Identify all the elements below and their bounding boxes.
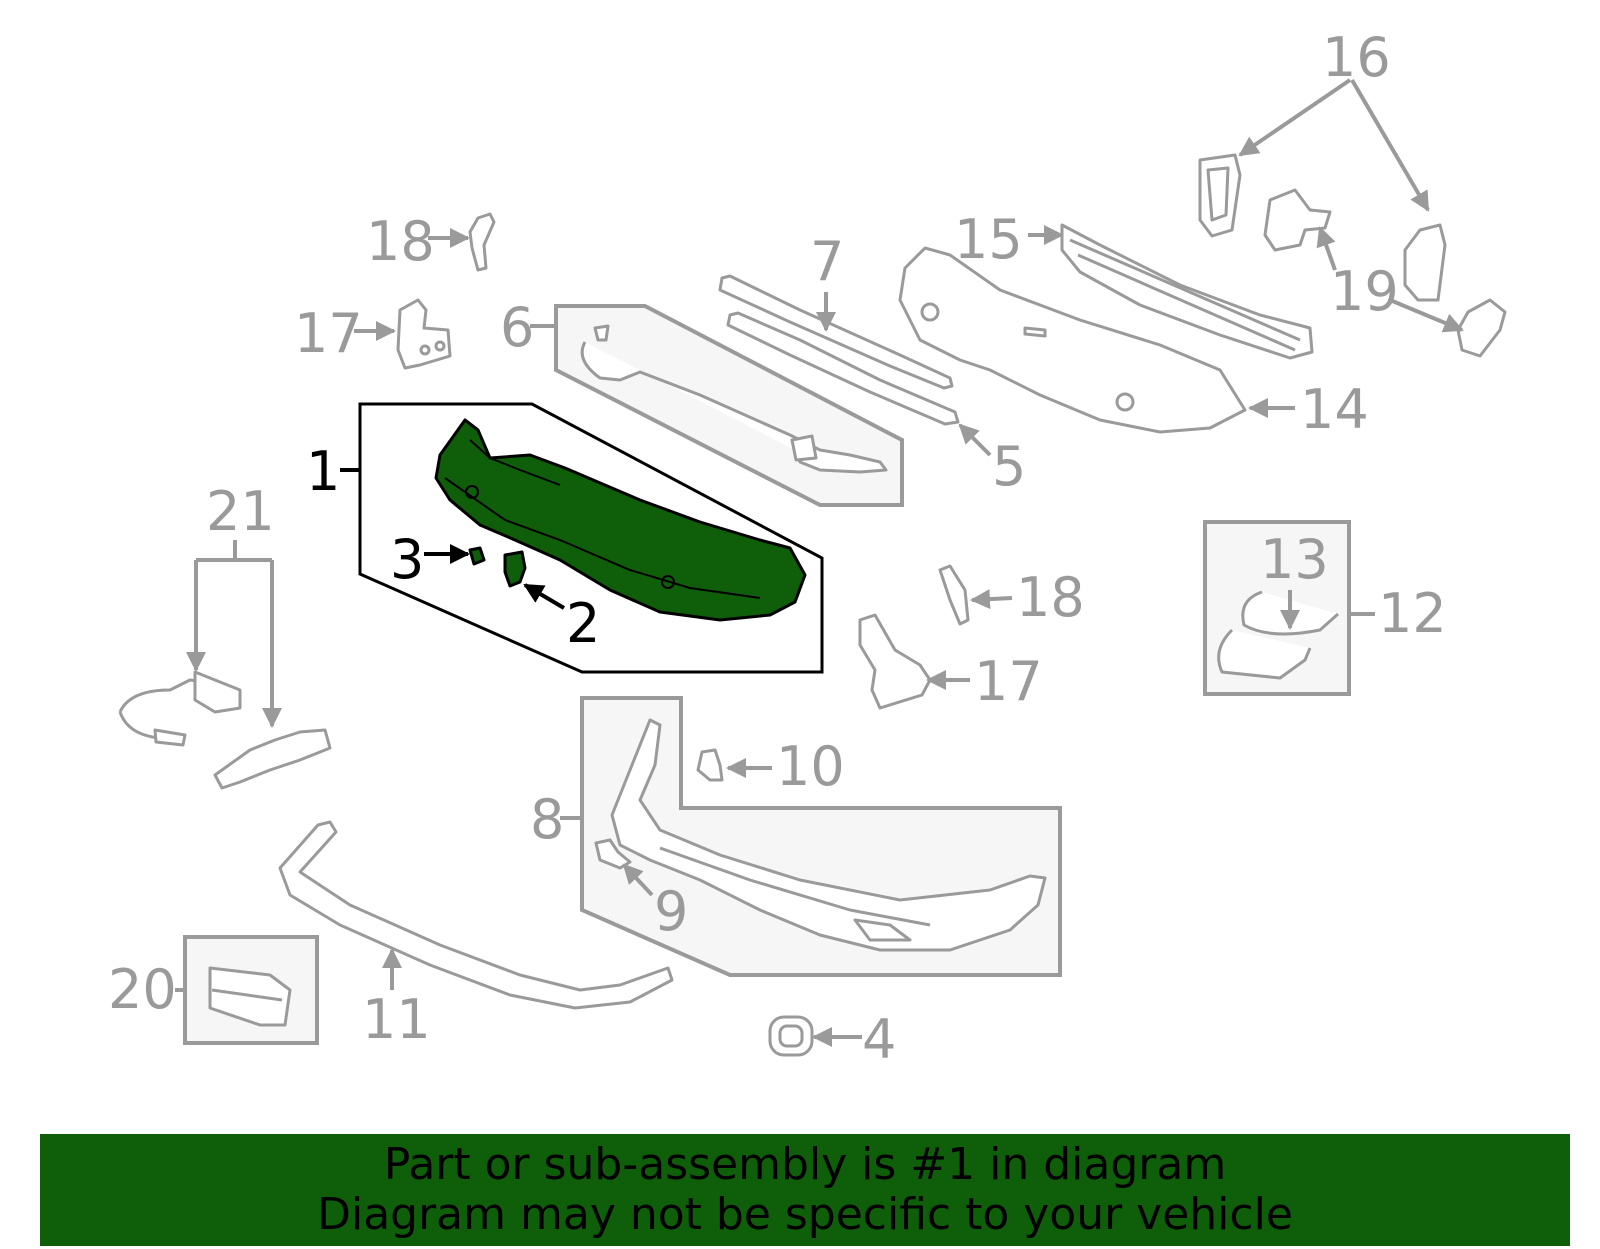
rail-5 — [726, 311, 960, 426]
bracket-2 — [503, 550, 527, 588]
sensor-21 — [118, 670, 242, 747]
box-1 — [358, 402, 824, 674]
callout-20: 20 — [108, 958, 177, 1021]
callout-3: 3 — [390, 528, 424, 591]
banner-line-2: Diagram may not be specific to your vehi… — [317, 1189, 1293, 1240]
leader-19b — [1389, 298, 1464, 333]
callout-14: 14 — [1300, 378, 1369, 441]
reinforcement-15 — [1060, 223, 1314, 360]
bracket-16-left — [1198, 153, 1242, 238]
bracket-16-right — [1403, 223, 1447, 302]
clip-18-upper — [468, 212, 496, 272]
clip-18-lower — [938, 564, 970, 626]
bracket-19-upper — [1263, 188, 1332, 252]
callout-5: 5 — [992, 435, 1026, 498]
callout-9: 9 — [654, 880, 688, 943]
box-12 — [1203, 520, 1351, 696]
bracket-19-lower — [1456, 298, 1507, 358]
callout-4: 4 — [862, 1008, 896, 1071]
callout-8: 8 — [530, 788, 564, 851]
rail-7 — [718, 274, 954, 390]
harness-21 — [213, 728, 332, 790]
callout-1: 1 — [306, 440, 340, 503]
callout-15: 15 — [954, 208, 1023, 271]
clip-10 — [696, 748, 724, 782]
strip-11 — [278, 820, 674, 1010]
callout-11: 11 — [362, 988, 431, 1051]
bumper-cover-1 — [434, 418, 807, 622]
callout-19: 19 — [1330, 260, 1399, 323]
clip-3 — [468, 546, 486, 566]
leader-5 — [958, 423, 992, 457]
callout-21: 21 — [206, 480, 275, 543]
callout-6: 6 — [500, 296, 534, 359]
callout-7: 7 — [810, 230, 844, 293]
callout-2: 2 — [566, 592, 600, 655]
clip-9 — [594, 838, 632, 870]
callout-16: 16 — [1322, 26, 1391, 89]
box-6 — [554, 304, 904, 507]
absorber-14 — [898, 246, 1247, 434]
callout-17-lower: 17 — [974, 650, 1043, 713]
banner-line-1: Part or sub-assembly is #1 in diagram — [383, 1139, 1227, 1190]
callout-13: 13 — [1260, 528, 1329, 591]
leader-16a — [1238, 78, 1352, 157]
callout-18-lower: 18 — [1016, 566, 1085, 629]
box-8 — [580, 696, 1062, 977]
leader-9 — [622, 863, 654, 897]
callout-10: 10 — [776, 735, 845, 798]
leader-18b — [970, 589, 1013, 610]
callout-17-upper: 17 — [294, 302, 363, 365]
leader-2 — [523, 583, 566, 610]
leader-19a — [1316, 226, 1337, 271]
bracket-17-lower — [858, 613, 932, 710]
info-banner: Part or sub-assembly is #1 in diagram Di… — [40, 1134, 1570, 1246]
bracket-17-upper — [396, 298, 452, 370]
callout-12: 12 — [1378, 582, 1447, 645]
box-20 — [183, 935, 319, 1045]
leader-16b — [1350, 78, 1430, 212]
grommet-4 — [768, 1015, 814, 1057]
callout-18-upper: 18 — [366, 210, 435, 273]
